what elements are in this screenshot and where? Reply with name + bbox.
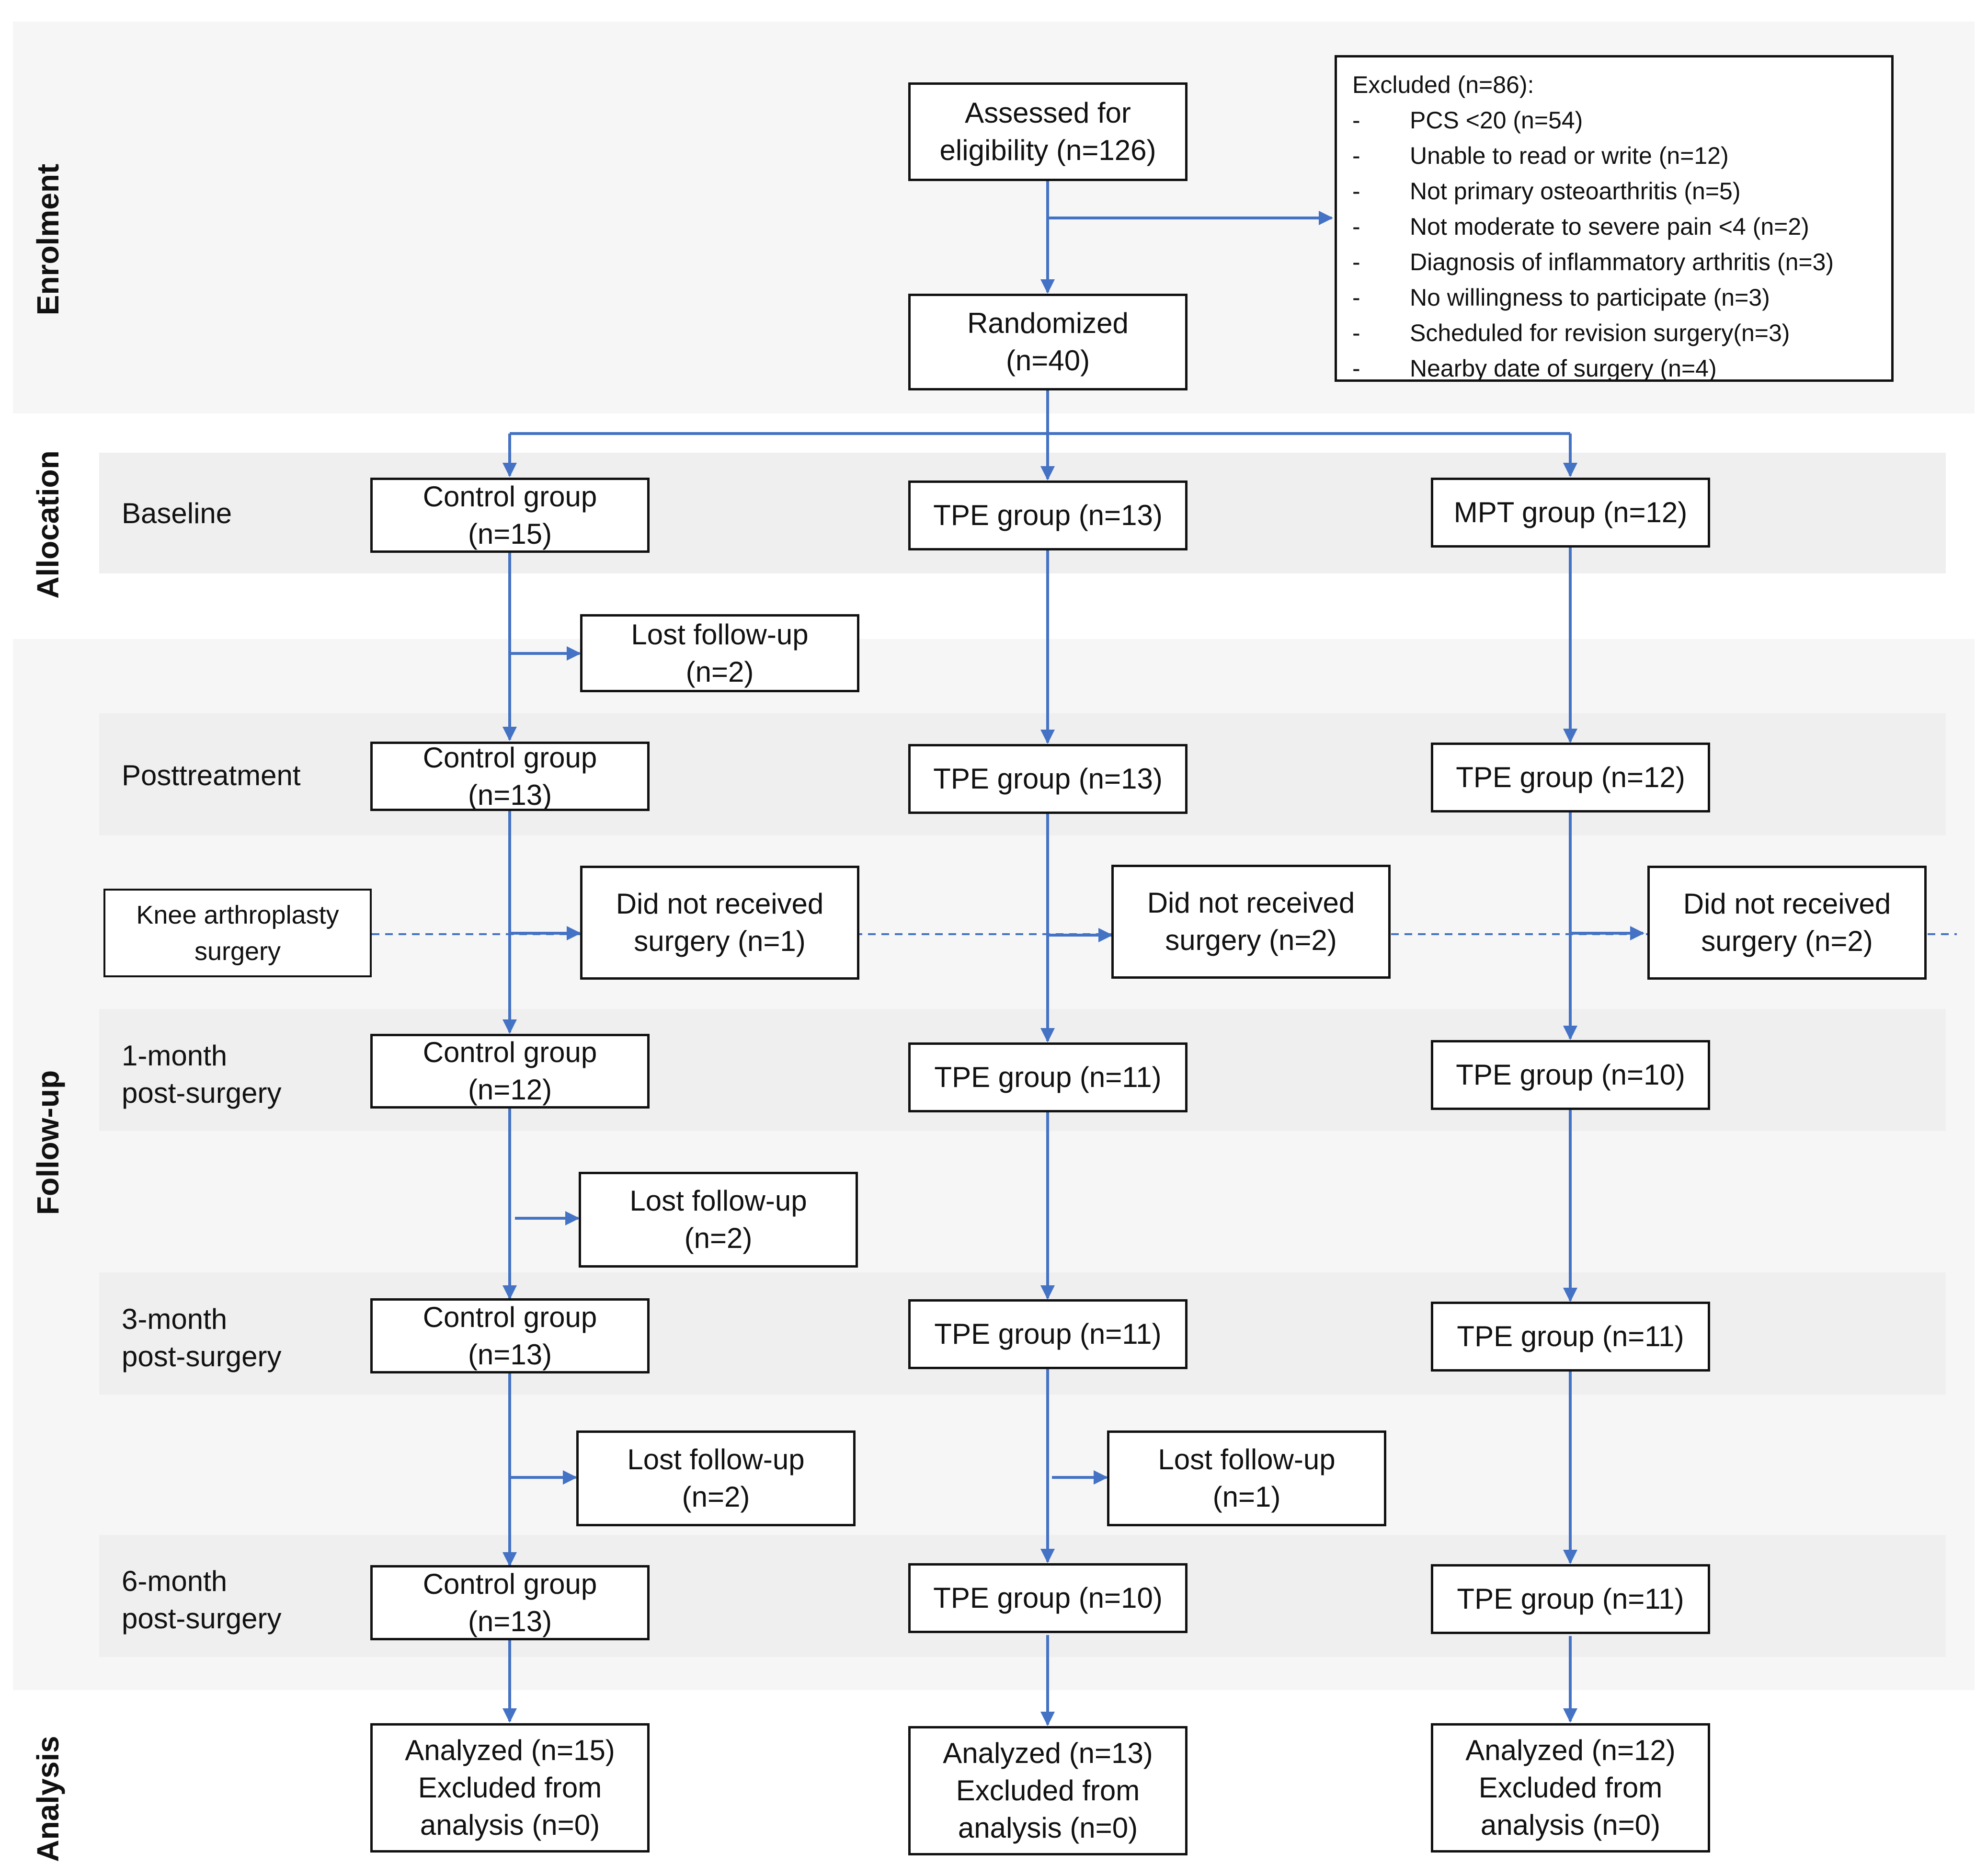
excluded-box: Excluded (n=86): - PCS <20 (n=54) - Unable… [1335, 55, 1894, 382]
bullet-dash: - [1352, 142, 1360, 169]
bullet-dash: - [1352, 284, 1360, 311]
control-lost3-box: Lost follow-up (n=2) [576, 1430, 856, 1526]
excluded-item: - Nearby date of surgery (n=4) [1352, 351, 1876, 386]
tpe-m6-box: TPE group (n=10) [908, 1563, 1188, 1633]
tpe-baseline-box: TPE group (n=13) [908, 480, 1188, 550]
mpt-baseline-box: MPT group (n=12) [1431, 478, 1710, 548]
control-lost1-box: Lost follow-up (n=2) [580, 614, 859, 692]
excluded-item-text: Unable to read or write (n=12) [1410, 142, 1729, 169]
excluded-item: - Unable to read or write (n=12) [1352, 138, 1876, 173]
bullet-dash: - [1352, 355, 1360, 382]
control-post-box: Control group (n=13) [370, 742, 650, 811]
excluded-item-text: Not primary osteoarthritis (n=5) [1410, 178, 1741, 205]
excluded-item: - No willingness to participate (n=3) [1352, 280, 1876, 315]
randomized-box: Randomized (n=40) [908, 294, 1188, 390]
excluded-item: - Not moderate to severe pain <4 (n=2) [1352, 209, 1876, 244]
tpe-post-box: TPE group (n=13) [908, 744, 1188, 814]
control-lost2-box: Lost follow-up (n=2) [579, 1172, 858, 1268]
control-baseline-box: Control group (n=15) [370, 478, 650, 553]
excluded-item-text: Diagnosis of inflammatory arthritis (n=3… [1410, 249, 1834, 275]
row-label-6-month: 6-month post-surgery [122, 1565, 282, 1635]
control-m3-box: Control group (n=13) [370, 1298, 650, 1373]
control-nosurgery-box: Did not received surgery (n=1) [580, 866, 859, 980]
bullet-dash: - [1352, 320, 1360, 346]
bullet-dash: - [1352, 213, 1360, 240]
mpt-m3-box: TPE group (n=11) [1431, 1302, 1710, 1372]
bullet-dash: - [1352, 178, 1360, 205]
row-label-1-month: 1-month post-surgery [122, 1040, 282, 1109]
tpe-m1-box: TPE group (n=11) [908, 1042, 1188, 1112]
excluded-item-text: Not moderate to severe pain <4 (n=2) [1410, 213, 1809, 240]
mpt-post-box: TPE group (n=12) [1431, 743, 1710, 812]
tpe-lost3-box: Lost follow-up (n=1) [1107, 1430, 1386, 1526]
bullet-dash: - [1352, 249, 1360, 275]
excluded-item-text: PCS <20 (n=54) [1410, 107, 1583, 134]
excluded-item: - Not primary osteoarthritis (n=5) [1352, 173, 1876, 209]
excluded-item: - Diagnosis of inflammatory arthritis (n=… [1352, 244, 1876, 280]
tpe-nosurgery-box: Did not received surgery (n=2) [1111, 865, 1391, 979]
assessed-box: Assessed for eligibility (n=126) [908, 82, 1188, 181]
bullet-dash: - [1352, 107, 1360, 134]
row-label-3-month: 3-month post-surgery [122, 1303, 282, 1373]
mpt-analysis-box: Analyzed (n=12) Excluded from analysis (… [1431, 1723, 1710, 1853]
excluded-item: - PCS <20 (n=54) [1352, 103, 1876, 138]
excluded-item-text: Nearby date of surgery (n=4) [1410, 355, 1717, 382]
tpe-m3-box: TPE group (n=11) [908, 1299, 1188, 1369]
excluded-item: - Scheduled for revision surgery(n=3) [1352, 315, 1876, 351]
control-analysis-box: Analyzed (n=15) Excluded from analysis (… [370, 1723, 650, 1853]
excluded-item-text: Scheduled for revision surgery(n=3) [1410, 320, 1790, 346]
excluded-title: Excluded (n=86): [1352, 71, 1534, 98]
control-m1-box: Control group (n=12) [370, 1034, 650, 1109]
control-m6-box: Control group (n=13) [370, 1565, 650, 1640]
mpt-nosurgery-box: Did not received surgery (n=2) [1647, 866, 1927, 980]
row-label-baseline: Baseline [122, 497, 232, 529]
tpe-analysis-box: Analyzed (n=13) Excluded from analysis (… [908, 1726, 1188, 1855]
excluded-item-text: No willingness to participate (n=3) [1410, 284, 1770, 311]
knee-arthroplasty-box: Knee arthroplasty surgery [103, 889, 372, 977]
mpt-m1-box: TPE group (n=10) [1431, 1040, 1710, 1110]
row-label-posttreatment: Posttreatment [122, 759, 301, 791]
mpt-m6-box: TPE group (n=11) [1431, 1564, 1710, 1634]
